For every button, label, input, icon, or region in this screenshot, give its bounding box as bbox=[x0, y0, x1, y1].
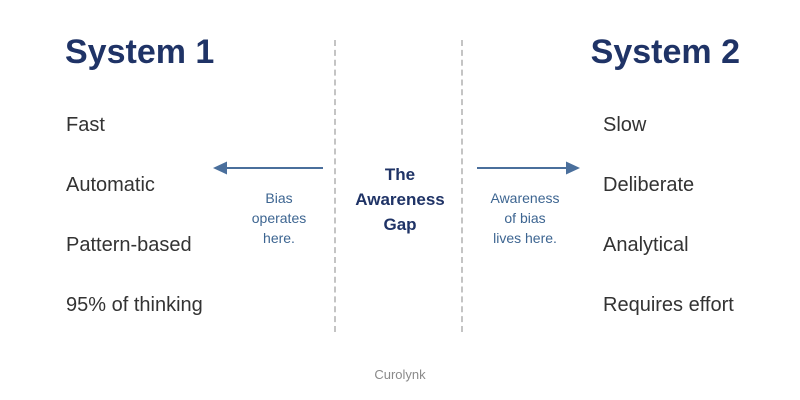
system-2-item-deliberate: Deliberate bbox=[603, 174, 695, 196]
bias-note-line-3: here. bbox=[263, 230, 295, 246]
left-divider bbox=[334, 40, 336, 332]
awareness-gap-line-2: Awareness bbox=[355, 190, 445, 209]
bias-note-line-2: operates bbox=[251, 210, 307, 226]
awareness-lives-note: Awareness of bias lives here. bbox=[470, 188, 580, 248]
awareness-note-line-1: Awareness bbox=[490, 190, 560, 206]
system-1-item-share: 95% of thinking bbox=[66, 294, 203, 316]
awareness-note-line-3: lives here. bbox=[493, 230, 557, 246]
awareness-gap-label: The Awareness Gap bbox=[340, 162, 460, 237]
system-1-item-automatic: Automatic bbox=[66, 174, 155, 196]
system-2-title: System 2 bbox=[590, 33, 740, 71]
system-1-item-pattern-based: Pattern-based bbox=[66, 234, 192, 256]
system-2-item-slow: Slow bbox=[603, 114, 647, 136]
brand-watermark: Curolynk bbox=[374, 367, 426, 382]
awareness-gap-line-1: The bbox=[384, 165, 416, 184]
right-divider bbox=[461, 40, 463, 332]
system-2-item-effort: Requires effort bbox=[603, 294, 734, 316]
arrow-right-icon bbox=[477, 161, 580, 175]
arrow-left-icon bbox=[213, 161, 323, 175]
awareness-gap-line-3: Gap bbox=[383, 215, 417, 234]
bias-note-line-1: Bias bbox=[265, 190, 293, 206]
bias-operates-note: Bias operates here. bbox=[224, 188, 334, 248]
awareness-note-line-2: of bias bbox=[504, 210, 546, 226]
system-1-title: System 1 bbox=[65, 33, 215, 71]
system-1-item-fast: Fast bbox=[66, 114, 105, 136]
system-2-item-analytical: Analytical bbox=[603, 234, 689, 256]
